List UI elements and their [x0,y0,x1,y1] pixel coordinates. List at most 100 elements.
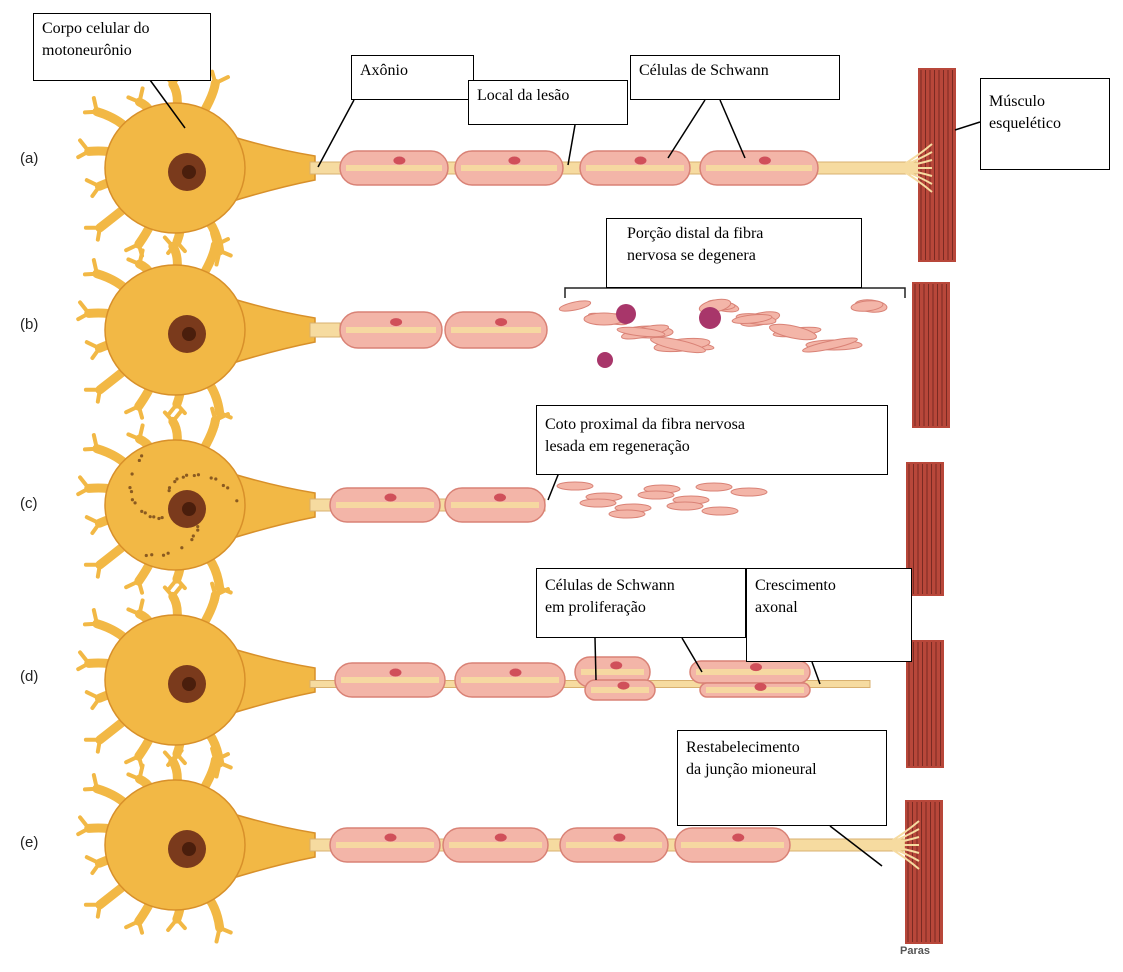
schwann-nucleus [495,834,507,842]
axon-core [581,669,644,675]
callout-lesion-site-line1: Local da lesão [477,85,619,107]
skeletal-muscle [885,800,943,944]
nucleolus [182,677,196,691]
degenerating-nucleus [699,307,721,329]
degenerating-nucleus [616,304,636,324]
nissl-dot [192,534,195,537]
dendrite-branch [168,579,177,590]
dendrite-branch [78,313,89,319]
nissl-dot [168,489,171,492]
dendrite-branch [85,112,97,113]
nissl-dot [149,515,152,518]
schwann-nucleus [390,669,402,677]
callout-junction-restoration-line2: da junção mioneural [686,759,878,781]
dendrite-branch [92,863,99,873]
muscle-body [912,282,950,428]
axon-core [451,327,541,333]
schwann-nucleus [495,318,507,326]
leader-line [720,100,745,158]
callout-schwann-proliferation: Células de Schwann em proliferação [536,568,746,638]
schwann-nucleus [610,661,622,669]
nissl-dot [162,554,165,557]
nissl-dot [196,525,199,528]
nissl-dot [196,529,199,532]
nissl-dot [180,546,183,549]
nissl-dot [226,486,229,489]
row-label-e: (e) [20,834,38,851]
axon-core [451,502,539,508]
callout-skeletal-muscle-line1: Músculo [989,83,1101,113]
schwann-nucleus [385,834,397,842]
dendrite-branch [85,624,97,625]
dendrite-branch [87,180,100,186]
nissl-dot [144,511,147,514]
artist-signature: Paras [900,945,930,957]
dendrite-branch [92,348,99,358]
axon-core [336,842,434,848]
dendrite-branch [85,789,97,790]
debris-fragment [557,482,593,490]
debris-fragment [580,499,616,507]
callout-axonal-growth-line1: Crescimento [755,573,903,597]
schwann-nucleus [613,834,625,842]
callout-schwann-cells: Células de Schwann [630,55,840,100]
dendrite-branch [78,663,89,669]
dendrite-branch [168,919,177,930]
neuron-cell-body [78,749,315,942]
nissl-dot [167,552,170,555]
axon-core [346,165,442,171]
axon-core [706,165,812,171]
nissl-dot [173,480,176,483]
dendrite-branch [85,274,97,275]
distal-bracket [565,288,905,298]
callout-skeletal-muscle: Músculo esquelético [980,78,1110,170]
callout-axon: Axônio [351,55,474,100]
schwann-nucleus [732,834,744,842]
skeletal-muscle [912,282,950,428]
row-label-b: (b) [20,316,38,333]
callout-proximal-stump-line1: Coto proximal da fibra nervosa [545,410,879,436]
nissl-dot [133,501,136,504]
debris-fragment [667,502,703,510]
callout-distal-degeneration: Porção distal da fibra nervosa se degene… [606,218,862,288]
nissl-dot [235,499,238,502]
callout-cell-body-line1: Corpo celular do [42,18,202,40]
axon-core [461,165,557,171]
callout-schwann-proliferation-line2: em proliferação [545,597,737,619]
leader-line [955,122,980,130]
dendrite-branch [215,77,228,83]
row-label-d: (d) [20,668,38,685]
debris-fragment [638,491,674,499]
nissl-dot [214,477,217,480]
axon-core [449,842,542,848]
dendrite-branch [78,488,89,494]
dendrite-branch [92,186,99,196]
schwann-nucleus [618,682,630,690]
schwann-nucleus [494,494,506,502]
nissl-dot [222,484,225,487]
axon-core [336,502,434,508]
callout-proximal-stump-line2: lesada em regeneração [545,436,879,458]
skeletal-muscle [898,68,956,262]
callout-junction-restoration: Restabelecimento da junção mioneural [677,730,887,826]
dendrite-branch [92,523,99,533]
dendrite-branch [80,652,89,663]
nissl-dot [161,516,164,519]
callout-axonal-growth-line2: axonal [755,597,903,619]
dendrite-branch [87,517,100,523]
degenerating-nucleus [597,352,613,368]
dendrite-branch [168,404,177,415]
axon [310,323,340,337]
callout-schwann-proliferation-line1: Células de Schwann [545,573,737,597]
debris-fragment [731,488,767,496]
axon-core [586,165,684,171]
axon-core [696,669,804,675]
callout-schwann-cells-line1: Células de Schwann [639,60,831,82]
nissl-dot [157,517,160,520]
nissl-dot [140,454,143,457]
callout-cell-body-line2: motoneurônio [42,40,202,62]
leader-line [595,638,596,680]
nissl-dot [131,498,134,501]
nissl-dot [128,486,131,489]
dendrite-branch [98,905,100,917]
